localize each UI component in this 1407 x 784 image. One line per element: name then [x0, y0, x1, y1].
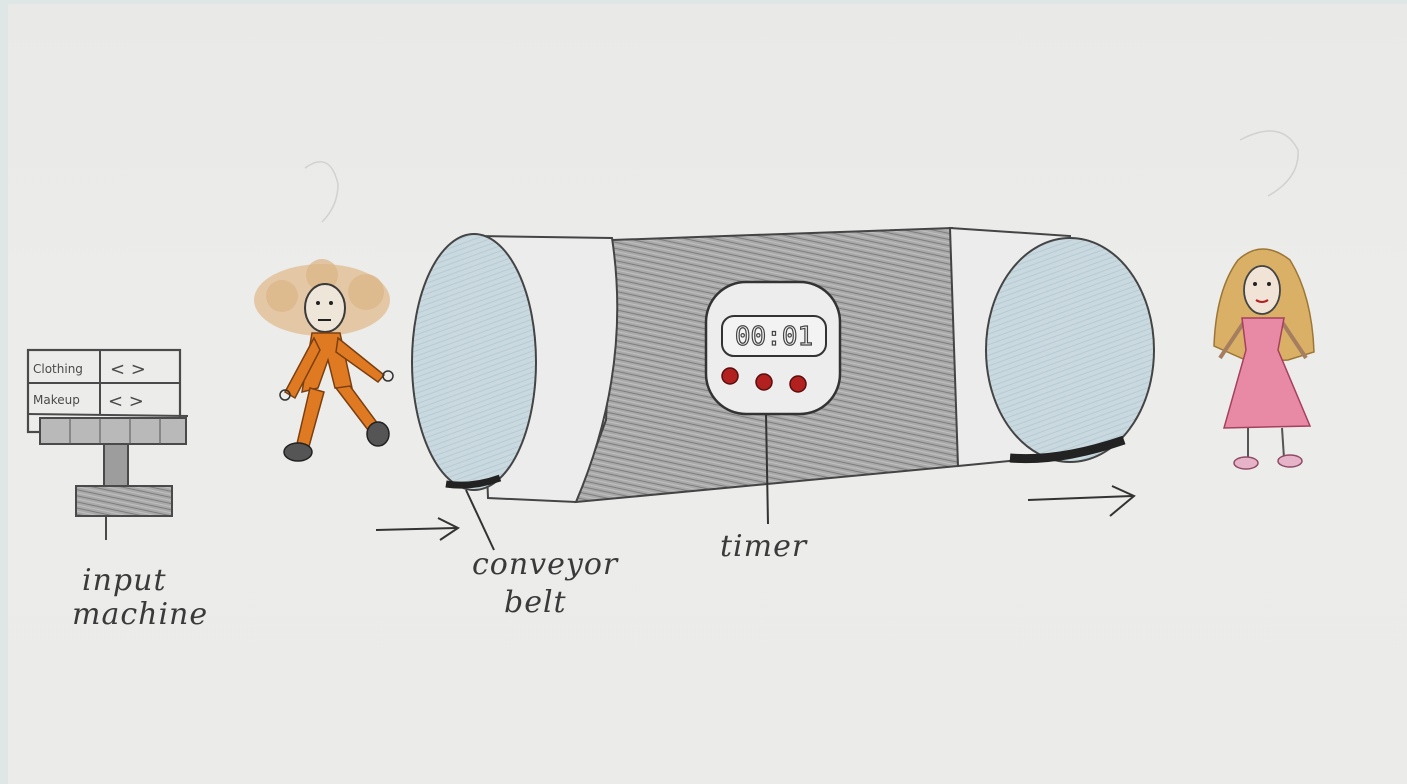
panel-row-clothing: Clothing — [33, 362, 83, 376]
conveyor-belt-label-line1: conveyor — [472, 547, 619, 582]
input-machine: < > < > Clothing Makeup — [26, 348, 189, 540]
timer-button-3 — [789, 375, 807, 393]
timer-label: timer — [720, 529, 808, 564]
erased-mark — [1239, 130, 1299, 197]
face — [1243, 265, 1281, 315]
shoe — [1277, 454, 1303, 468]
panel-keyboard — [39, 417, 187, 445]
conveyor-belt-entry — [445, 474, 502, 489]
erased-mark — [304, 161, 339, 223]
timer-pointer — [765, 413, 769, 525]
conveyor-belt-label-line2: belt — [504, 585, 567, 620]
shoe — [283, 442, 313, 462]
input-machine-label-line1: input — [82, 563, 167, 598]
entry-window — [411, 233, 537, 491]
panel-row-makeup: Makeup — [33, 393, 80, 407]
timer-readout: 00:01 — [735, 322, 813, 352]
shoe — [1233, 456, 1259, 470]
transformation-machine: 00:01 — [411, 226, 1155, 504]
conveyor-pointer — [465, 489, 495, 551]
face — [304, 283, 346, 333]
panel-arrows-clothing: < > — [110, 359, 146, 380]
entry-arrow — [375, 517, 460, 541]
person-after — [1213, 248, 1315, 470]
machine-pole — [103, 443, 129, 487]
timer-button-2 — [755, 373, 773, 391]
pink-dress — [1223, 317, 1312, 429]
timer-button-1 — [721, 367, 739, 385]
panel-arrows-makeup: < > — [108, 391, 144, 412]
input-machine-label-line2: machine — [72, 597, 209, 632]
exit-window — [985, 237, 1155, 463]
shoe — [366, 421, 390, 447]
conveyor-belt-exit — [1009, 435, 1126, 464]
timer-display — [721, 315, 827, 357]
machine-base — [75, 485, 173, 517]
person-before — [254, 259, 394, 462]
exit-arrow — [1027, 485, 1136, 517]
